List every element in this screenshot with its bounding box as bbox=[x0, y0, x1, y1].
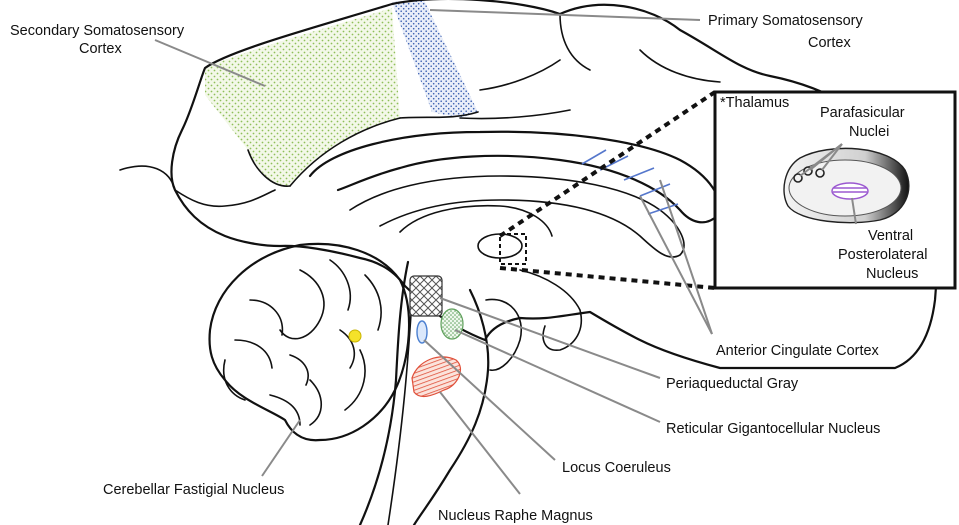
thalamus-3d-shape bbox=[784, 148, 909, 222]
sulcus-line bbox=[480, 60, 560, 90]
label-vpl-1: Ventral bbox=[868, 228, 913, 244]
label-locus-coeruleus: Locus Coeruleus bbox=[562, 460, 671, 476]
label-secondary-somatosensory-2: Cortex bbox=[79, 41, 122, 57]
cerebellar-fastigial-nucleus-marker bbox=[349, 330, 361, 342]
fornix-outline bbox=[400, 206, 552, 236]
sulcus-line bbox=[120, 166, 175, 190]
locus-coeruleus-marker bbox=[417, 321, 427, 343]
pons-outline bbox=[486, 299, 521, 370]
vpl-nucleus-marker bbox=[832, 183, 868, 199]
label-cerebellar-fastigial: Cerebellar Fastigial Nucleus bbox=[103, 482, 284, 498]
label-anterior-cingulate: Anterior Cingulate Cortex bbox=[716, 343, 880, 359]
periaqueductal-gray-marker bbox=[410, 276, 442, 316]
sulcus-line bbox=[175, 190, 275, 206]
label-reticular-gigantocellular: Reticular Gigantocellular Nucleus bbox=[666, 421, 880, 437]
corpus-callosum-outline bbox=[350, 176, 684, 257]
nucleus-raphe-magnus-marker bbox=[412, 357, 460, 397]
anterior-cingulate-markers bbox=[582, 150, 678, 214]
label-vpl-2: Posterolateral bbox=[838, 247, 927, 263]
label-secondary-somatosensory-1: Secondary Somatosensory bbox=[10, 23, 185, 39]
label-periaqueductal-gray: Periaqueductal Gray bbox=[666, 376, 799, 392]
cerebellum bbox=[210, 244, 410, 440]
secondary-somatosensory-region bbox=[205, 8, 400, 186]
label-parafascicular-2: Nuclei bbox=[849, 124, 889, 140]
label-thalamus: *Thalamus bbox=[720, 95, 789, 111]
reticular-gigantocellular-marker bbox=[441, 309, 463, 339]
label-primary-somatosensory-2: Cortex bbox=[808, 35, 851, 51]
brainstem-outline bbox=[360, 262, 408, 525]
label-primary-somatosensory-1: Primary Somatosensory bbox=[708, 13, 863, 29]
primary-somatosensory-region bbox=[392, 0, 478, 118]
label-vpl-3: Nucleus bbox=[866, 266, 918, 282]
label-nucleus-raphe-magnus: Nucleus Raphe Magnus bbox=[438, 508, 593, 524]
label-parafascicular-1: Parafasicular bbox=[820, 105, 905, 121]
sulcus-line bbox=[640, 50, 720, 82]
sulcus-line bbox=[560, 14, 590, 70]
